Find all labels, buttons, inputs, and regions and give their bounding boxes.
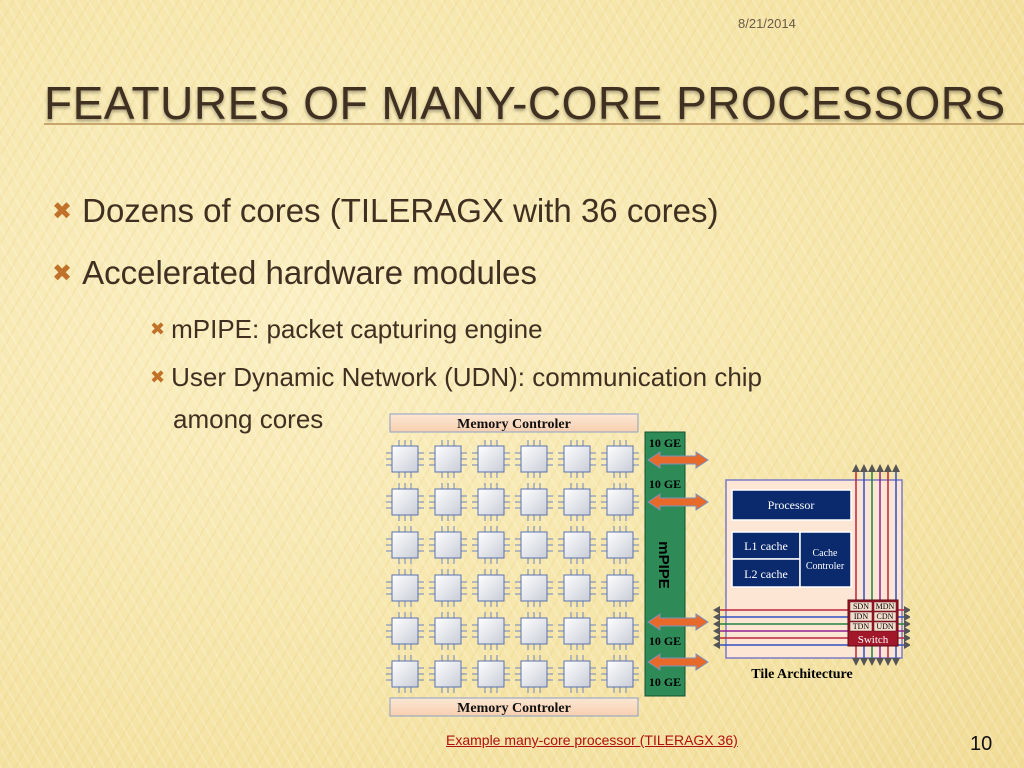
network-label: CDN xyxy=(877,612,894,621)
tile-architecture-caption: Tile Architecture xyxy=(751,667,852,682)
network-label: UDN xyxy=(876,622,894,631)
sub-bullet-text: User Dynamic Network (UDN): communicatio… xyxy=(171,362,763,392)
core-tile xyxy=(391,660,419,688)
core-tile xyxy=(606,488,634,516)
sub-bullet-text: mPIPE: packet capturing engine xyxy=(171,314,543,344)
memory-controller-top-label: Memory Controler xyxy=(457,417,571,432)
bidirectional-arrow-icon xyxy=(647,653,709,671)
core-tile xyxy=(606,574,634,602)
core-tile xyxy=(477,488,505,516)
core-tile xyxy=(563,574,591,602)
core-tile xyxy=(606,445,634,473)
bidirectional-arrow-icon xyxy=(647,493,709,511)
core-tile xyxy=(606,531,634,559)
switch-label: Switch xyxy=(858,634,889,646)
core-tile xyxy=(520,445,548,473)
x-bullet-icon: ✖ xyxy=(150,319,166,339)
core-tile xyxy=(520,488,548,516)
core-tile xyxy=(434,660,462,688)
network-label: TDN xyxy=(853,622,870,631)
x-bullet-icon: ✖ xyxy=(52,260,73,287)
core-tile xyxy=(563,488,591,516)
cache-controller-block xyxy=(799,531,852,588)
core-tile xyxy=(391,617,419,645)
arrow-right-icon xyxy=(904,606,910,649)
x-bullet-icon: ✖ xyxy=(150,367,166,387)
core-tile xyxy=(434,488,462,516)
core-tile xyxy=(563,617,591,645)
tile-architecture: Processor L1 cache L2 cache Cache Contro… xyxy=(713,464,910,682)
core-tile xyxy=(477,574,505,602)
port-label: 10 GE xyxy=(649,634,681,648)
core-tile xyxy=(520,660,548,688)
bidirectional-arrow-icon xyxy=(647,613,709,631)
core-tile xyxy=(563,531,591,559)
processor-block xyxy=(731,489,852,521)
cache-controller-label: Cache xyxy=(813,548,839,559)
page-number: 10 xyxy=(970,733,993,755)
cache-controller-label: Controler xyxy=(806,561,845,572)
arrow-left-icon xyxy=(713,606,720,649)
mpipe-label: mPIPE xyxy=(655,541,672,589)
core-tile xyxy=(434,531,462,559)
port-arrows xyxy=(647,451,709,671)
l1-cache-label: L1 cache xyxy=(744,539,788,553)
core-tile xyxy=(477,445,505,473)
network-label: SDN xyxy=(853,602,869,611)
core-tile xyxy=(520,617,548,645)
slide-title: FEATURES OF MANY-CORE PROCESSORS xyxy=(44,77,1006,129)
tilera-architecture-diagram: Memory Controler Memory Controler mPIPE … xyxy=(386,413,910,717)
core-tile xyxy=(477,617,505,645)
arrow-up-icon xyxy=(852,464,900,472)
figure-caption-link[interactable]: Example many-core processor (TILERAGX 36… xyxy=(446,732,738,748)
mpipe-block xyxy=(644,431,686,697)
arrow-down-icon xyxy=(852,658,900,666)
core-grid xyxy=(386,440,639,693)
port-label: 10 GE xyxy=(649,477,681,491)
core-tile xyxy=(391,531,419,559)
core-tile xyxy=(477,531,505,559)
core-tile xyxy=(434,574,462,602)
port-label: 10 GE xyxy=(649,436,681,450)
core-tile xyxy=(520,574,548,602)
network-label: MDN xyxy=(876,602,895,611)
memory-controller-bottom-label: Memory Controler xyxy=(457,701,571,716)
bullet-text: Accelerated hardware modules xyxy=(82,254,538,291)
core-tile xyxy=(391,574,419,602)
core-tile xyxy=(434,445,462,473)
core-tile xyxy=(391,445,419,473)
sub-bullet-item: ✖User Dynamic Network (UDN): communicati… xyxy=(150,362,762,393)
bullet-item: ✖ Dozens of cores (TILERAGX with 36 cores… xyxy=(52,192,719,230)
port-label: 10 GE xyxy=(649,675,681,689)
sub-bullet-item: ✖mPIPE: packet capturing engine xyxy=(150,314,543,345)
slide-date: 8/21/2014 xyxy=(738,16,796,31)
bullet-item: ✖ Accelerated hardware modules xyxy=(52,254,537,292)
network-label: IDN xyxy=(854,612,868,621)
sub-bullet-continuation: among cores xyxy=(173,404,324,434)
core-tile xyxy=(606,617,634,645)
core-tile xyxy=(563,660,591,688)
core-tile xyxy=(520,531,548,559)
title-underline xyxy=(44,123,1024,125)
core-tile xyxy=(434,617,462,645)
memory-controller-top xyxy=(389,413,639,433)
core-tile xyxy=(606,660,634,688)
core-tile xyxy=(391,488,419,516)
core-tile xyxy=(563,445,591,473)
processor-label: Processor xyxy=(768,498,815,512)
l2-cache-label: L2 cache xyxy=(744,567,788,581)
bidirectional-arrow-icon xyxy=(647,451,709,469)
bullet-text: Dozens of cores (TILERAGX with 36 cores) xyxy=(82,192,719,229)
x-bullet-icon: ✖ xyxy=(52,198,73,225)
core-tile xyxy=(477,660,505,688)
memory-controller-bottom xyxy=(389,697,639,717)
